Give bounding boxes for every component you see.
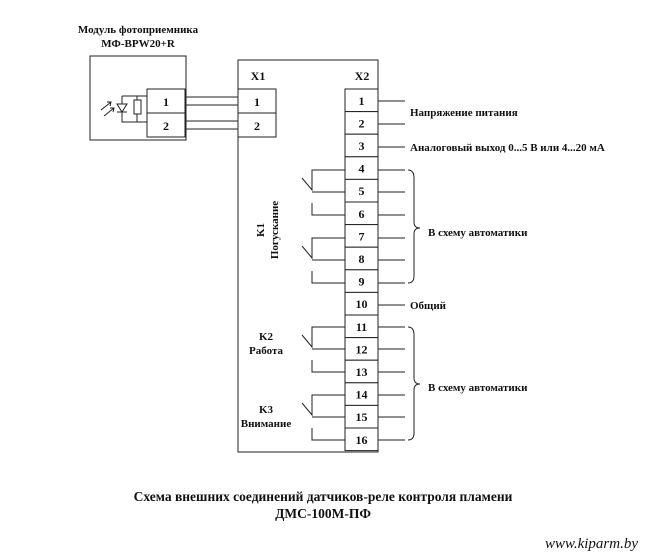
resistor-icon: [133, 96, 142, 122]
x2-terminal-16-label: 16: [356, 433, 368, 447]
photodiode-icon: [100, 95, 147, 123]
x2-terminal-6-label: 6: [359, 207, 365, 221]
automation-annotation-2: В схему автоматики: [428, 382, 528, 394]
caption-line2: ДМС-100М-ПФ: [275, 506, 371, 521]
x2-terminal-2-label: 2: [359, 116, 365, 130]
wire-terminal-2: [185, 120, 238, 130]
common-annotation: Общий: [410, 300, 447, 312]
wire-terminal-1: [185, 96, 238, 106]
x2-terminal-9-label: 9: [359, 275, 365, 289]
module-label-line1: Модуль фотоприемника: [78, 24, 199, 36]
x2-terminal-15-label: 15: [356, 410, 368, 424]
brace-automation-2: [407, 326, 421, 441]
x2-terminal-12-label: 12: [356, 342, 368, 356]
automation-lines-2: [378, 326, 405, 441]
brace-automation-1: [407, 169, 421, 284]
x2-terminal-13-label: 13: [356, 365, 368, 379]
x2-terminal-14-label: 14: [356, 388, 368, 402]
x2-terminal-8-label: 8: [359, 252, 365, 266]
power-annotation: Напряжение питания: [410, 107, 518, 119]
x1-terminal-2-label: 2: [254, 119, 260, 133]
module-terminal-2: [146, 112, 186, 138]
module-terminal-1-label: 1: [163, 95, 169, 109]
relay-k3-role: Внимание: [241, 418, 292, 430]
relay-k3-contacts: [301, 394, 345, 441]
automation-annotation-1: В схему автоматики: [428, 227, 528, 239]
analog-annotation: Аналоговый выход 0...5 В или 4...20 мА: [410, 142, 605, 154]
module-terminal-2-label: 2: [163, 119, 169, 133]
x2-terminal-4-label: 4: [359, 162, 365, 176]
x2-terminal-10-label: 10: [356, 297, 368, 311]
x2-terminal-16: [344, 427, 379, 452]
x2-terminal-7-label: 7: [359, 229, 365, 243]
automation-lines-1: [378, 169, 405, 284]
relay-k3-name: K3: [259, 404, 274, 416]
module-label-line2: МФ-BPW20+R: [101, 38, 176, 50]
x1-terminal-2: [237, 112, 277, 138]
caption-line1: Схема внешних соединений датчиков-реле к…: [134, 489, 513, 504]
watermark-url: www.kiparm.by: [545, 536, 638, 552]
relay-k1-role: Погускание: [269, 201, 281, 259]
x1-terminal-1-label: 1: [254, 95, 260, 109]
x1-terminal-1: [237, 88, 277, 114]
relay-k1-name: K1: [255, 223, 267, 237]
x2-terminal-3-label: 3: [359, 139, 365, 153]
x2-terminal-5-label: 5: [359, 184, 365, 198]
relay-k2-contacts: [301, 326, 345, 373]
x2-label: X2: [355, 69, 370, 83]
relay-k1-contacts: [301, 169, 345, 284]
x1-label: X1: [251, 69, 266, 83]
x2-terminal-11-label: 11: [356, 320, 367, 334]
relay-k2-name: K2: [259, 331, 274, 343]
x2-terminal-1-label: 1: [359, 94, 365, 108]
relay-k2-role: Работа: [249, 345, 283, 357]
power-lines: [378, 100, 405, 125]
